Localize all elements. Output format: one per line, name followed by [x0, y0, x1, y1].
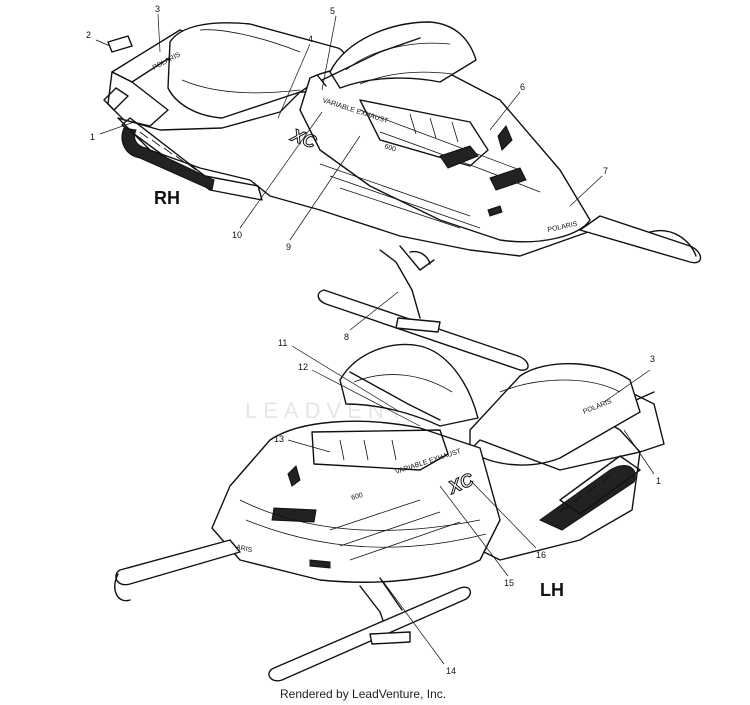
decal-2-shape	[107, 35, 133, 53]
lh-label: LH	[540, 580, 564, 600]
callout-5: 5	[330, 6, 335, 16]
callout-15: 15	[504, 578, 514, 588]
callout-9: 9	[286, 242, 291, 252]
rh-label: RH	[154, 188, 180, 208]
callout-14: 14	[446, 666, 456, 676]
callout-6: 6	[520, 82, 525, 92]
displacement-decal-lh: 600	[351, 492, 364, 502]
callout-12: 12	[298, 362, 308, 372]
leader-lines	[95, 13, 655, 665]
callout-10: 10	[232, 230, 242, 240]
callout-13: 13	[274, 434, 284, 444]
rh-snowmobile: VARIABLE EXHAUST XC 600 POLARIS POLARIS …	[103, 21, 702, 371]
callout-8: 8	[344, 332, 349, 342]
callouts: 2 3 1 4 5 6 7 8 9 10 11 12 13 14 15 16 3…	[86, 4, 661, 676]
callout-11: 11	[278, 338, 287, 348]
callout-4: 4	[308, 34, 313, 44]
callout-3: 3	[155, 4, 160, 14]
callout-7: 7	[603, 166, 608, 176]
callout-2: 2	[86, 30, 91, 40]
callout-16: 16	[536, 550, 546, 560]
callout-3-lh: 3	[650, 354, 655, 364]
callout-1: 1	[90, 132, 95, 142]
render-credit: Rendered by LeadVenture, Inc.	[280, 687, 446, 701]
lh-snowmobile: VARIABLE EXHAUST XC 600 POLARIS POLARIS …	[114, 343, 665, 682]
callout-1-lh: 1	[656, 476, 661, 486]
displacement-decal-rh: 600	[383, 143, 396, 153]
